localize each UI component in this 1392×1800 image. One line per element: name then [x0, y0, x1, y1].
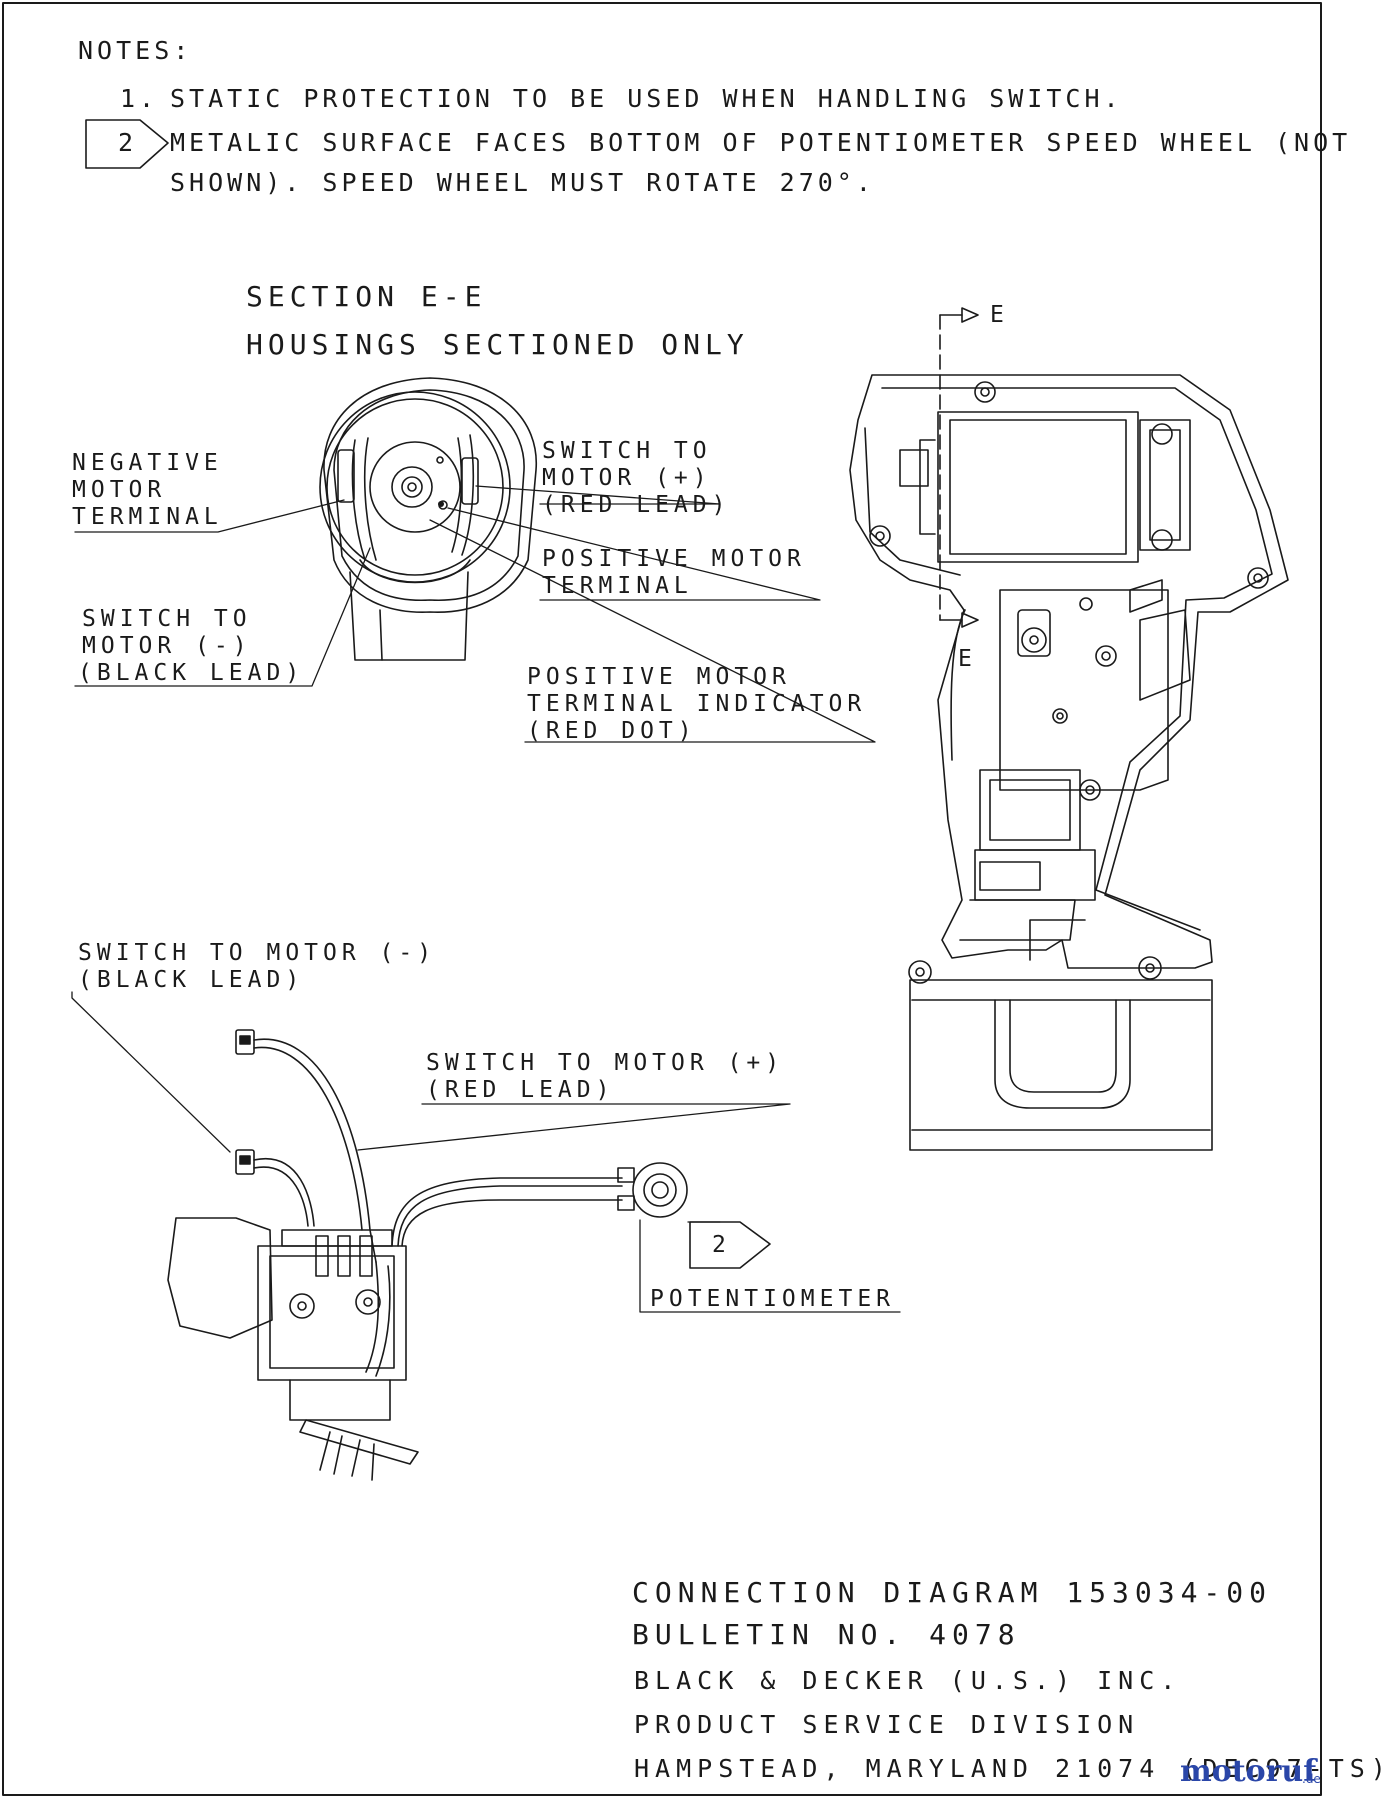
label-positive-indicator-2: TERMINAL INDICATOR [527, 691, 867, 717]
title-division: PRODUCT SERVICE DIVISION [634, 1710, 1140, 1739]
section-marker-bottom: E [958, 646, 977, 672]
label-positive-terminal-2: TERMINAL [542, 573, 693, 599]
title-bulletin: BULLETIN NO. 4078 [632, 1618, 1021, 1651]
note-2-flag [85, 119, 169, 169]
label-negative-terminal-3: TERMINAL [72, 504, 223, 530]
label-black-lead-1: SWITCH TO MOTOR (-) [78, 940, 437, 966]
switch-assembly [167, 1029, 688, 1481]
label-switch-motor-neg-2: MOTOR (-) [82, 633, 252, 659]
label-red-lead-2: (RED LEAD) [426, 1077, 615, 1103]
note-1-text: STATIC PROTECTION TO BE USED WHEN HANDLI… [170, 84, 1123, 113]
title-company: BLACK & DECKER (U.S.) INC. [634, 1666, 1182, 1695]
label-switch-motor-pos-2: MOTOR (+) [542, 465, 712, 491]
watermark-logo: motoruf [1180, 1754, 1317, 1789]
section-title: SECTION E-E [246, 280, 487, 313]
label-negative-terminal-2: MOTOR [72, 477, 167, 503]
section-leaders [74, 485, 876, 743]
label-positive-indicator-3: (RED DOT) [527, 718, 697, 744]
sheet-border [2, 2, 1322, 1796]
switch-leaders [71, 991, 901, 1313]
section-arrows [939, 307, 979, 628]
note-2-number: 2 [118, 128, 138, 157]
title-diagram: CONNECTION DIAGRAM 153034-00 [632, 1576, 1273, 1609]
label-negative-terminal-1: NEGATIVE [72, 450, 223, 476]
label-positive-terminal-1: POSITIVE MOTOR [542, 546, 806, 572]
section-subtitle: HOUSINGS SECTIONED ONLY [246, 328, 749, 361]
label-potentiometer: POTENTIOMETER [650, 1286, 896, 1312]
section-marker-top: E [990, 302, 1009, 328]
label-switch-motor-pos-3: (RED LEAD) [542, 492, 731, 518]
note-2-text-line-1: METALIC SURFACE FACES BOTTOM OF POTENTIO… [170, 128, 1352, 157]
watermark-suffix: .de [1302, 1772, 1321, 1786]
label-black-lead-2: (BLACK LEAD) [78, 967, 305, 993]
note-1-number: 1. [120, 84, 159, 113]
red-dot-indicator [438, 501, 444, 507]
label-positive-indicator-1: POSITIVE MOTOR [527, 664, 791, 690]
title-address: HAMPSTEAD, MARYLAND 21074 (DEC97-TS) [634, 1754, 1392, 1783]
label-red-lead-1: SWITCH TO MOTOR (+) [426, 1050, 785, 1076]
drawing-sheet [2, 2, 1322, 1796]
label-switch-motor-pos-1: SWITCH TO [542, 438, 712, 464]
label-switch-motor-neg-1: SWITCH TO [82, 606, 252, 632]
drill-housing [849, 374, 1289, 1151]
section-e-e-view [319, 377, 537, 661]
label-switch-motor-neg-3: (BLACK LEAD) [78, 660, 305, 686]
notes-header: NOTES: [78, 36, 193, 65]
note-2-text-line-2: SHOWN). SPEED WHEEL MUST ROTATE 270°. [170, 168, 875, 197]
note-2-flag-small [689, 1221, 771, 1269]
note-2-flag-number: 2 [712, 1232, 731, 1258]
